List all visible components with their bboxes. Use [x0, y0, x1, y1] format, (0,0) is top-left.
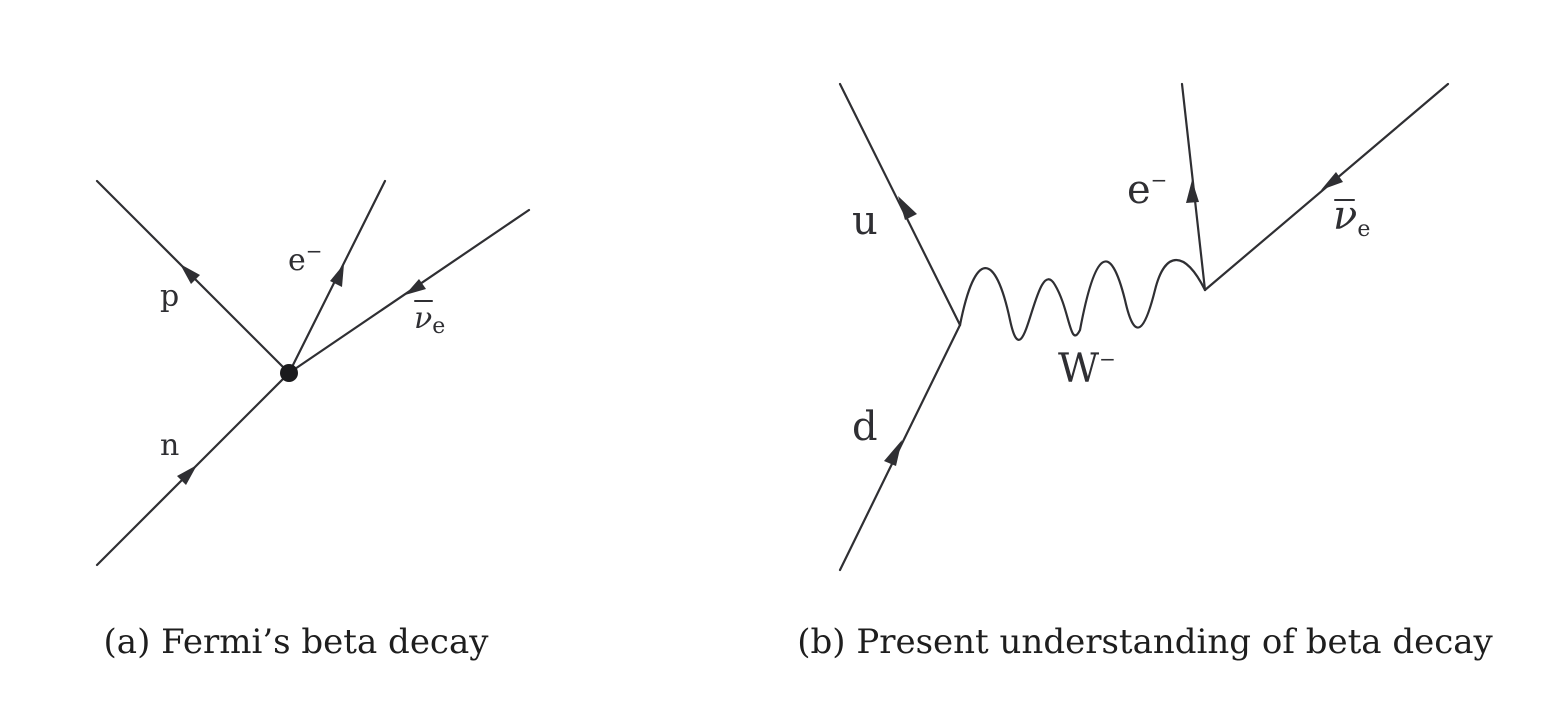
w-boson-line	[958, 259, 1207, 341]
label-antineutrino: νe	[414, 301, 445, 339]
diagram-present: u d e− νe W−	[838, 82, 1450, 572]
electron-arrow-b	[1186, 180, 1199, 203]
up-quark-line	[838, 82, 962, 327]
proton-arrow	[180, 264, 200, 284]
antineutrino-arrow-b	[1321, 172, 1343, 190]
label-w-boson: W−	[1058, 346, 1116, 392]
label-proton: p	[160, 279, 179, 314]
diagram-fermi: p e− νe n	[95, 179, 531, 567]
antineutrino-arrow	[405, 279, 426, 295]
label-down-quark: d	[852, 404, 878, 450]
label-electron: e−	[288, 239, 323, 278]
label-neutron: n	[160, 428, 179, 463]
label-electron-b: e−	[1127, 167, 1167, 213]
label-up-quark: u	[852, 198, 878, 244]
caption-b: (b) Present understanding of beta decay	[797, 622, 1493, 662]
caption-a: (a) Fermi’s beta decay	[104, 622, 490, 662]
interaction-vertex	[280, 364, 298, 382]
electron-arrow	[330, 264, 344, 287]
up-quark-arrow	[898, 196, 917, 220]
neutron-arrow	[177, 465, 197, 485]
down-quark-arrow	[884, 440, 902, 466]
